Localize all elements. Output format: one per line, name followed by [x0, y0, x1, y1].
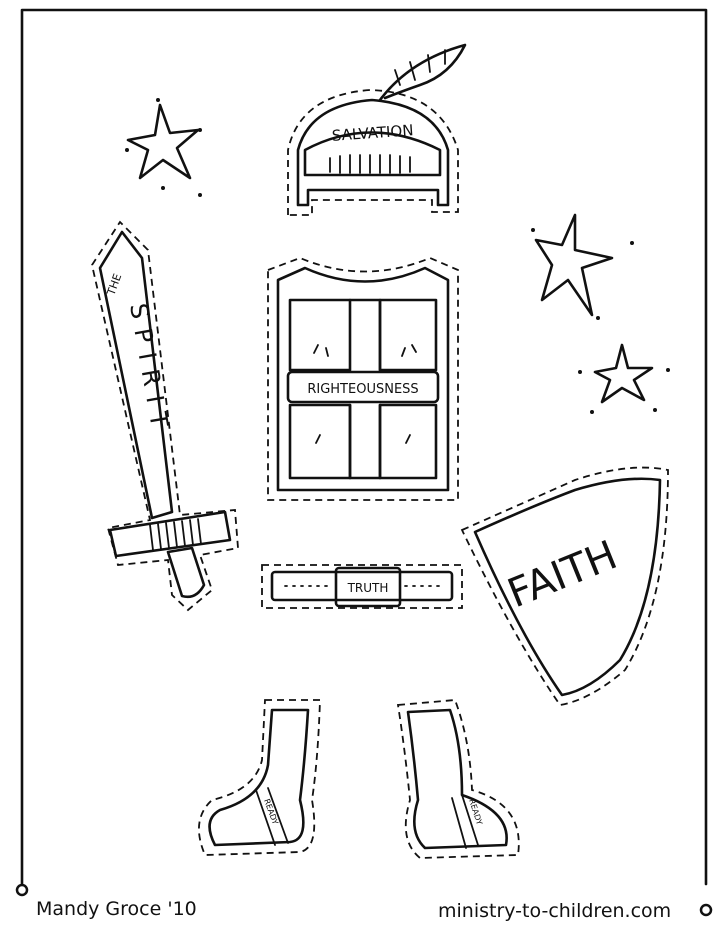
helmet-of-salvation: SALVATION — [287, 43, 467, 216]
boot-left: READY — [198, 699, 321, 856]
page-frame — [15, 8, 713, 917]
breastplate-label: RIGHTEOUSNESS — [307, 382, 418, 397]
star-icon — [125, 98, 202, 197]
star-icon — [578, 343, 670, 414]
shield-of-faith: FAITH — [460, 466, 669, 706]
belt-of-truth: TRUTH — [261, 564, 463, 609]
website-credit: ministry-to-children.com — [438, 900, 672, 922]
belt-label: TRUTH — [347, 581, 389, 595]
star-icon — [531, 213, 634, 320]
sword-top-label: THE — [104, 272, 124, 298]
helmet-label: SALVATION — [331, 121, 414, 145]
boot-right: READY — [396, 699, 520, 859]
shield-label: FAITH — [502, 532, 624, 617]
artist-credit: Mandy Groce '10 — [36, 898, 197, 920]
sword-of-the-spirit: THE SPIRIT — [91, 220, 239, 612]
breastplate-of-righteousness: RIGHTEOUSNESS — [267, 257, 459, 501]
